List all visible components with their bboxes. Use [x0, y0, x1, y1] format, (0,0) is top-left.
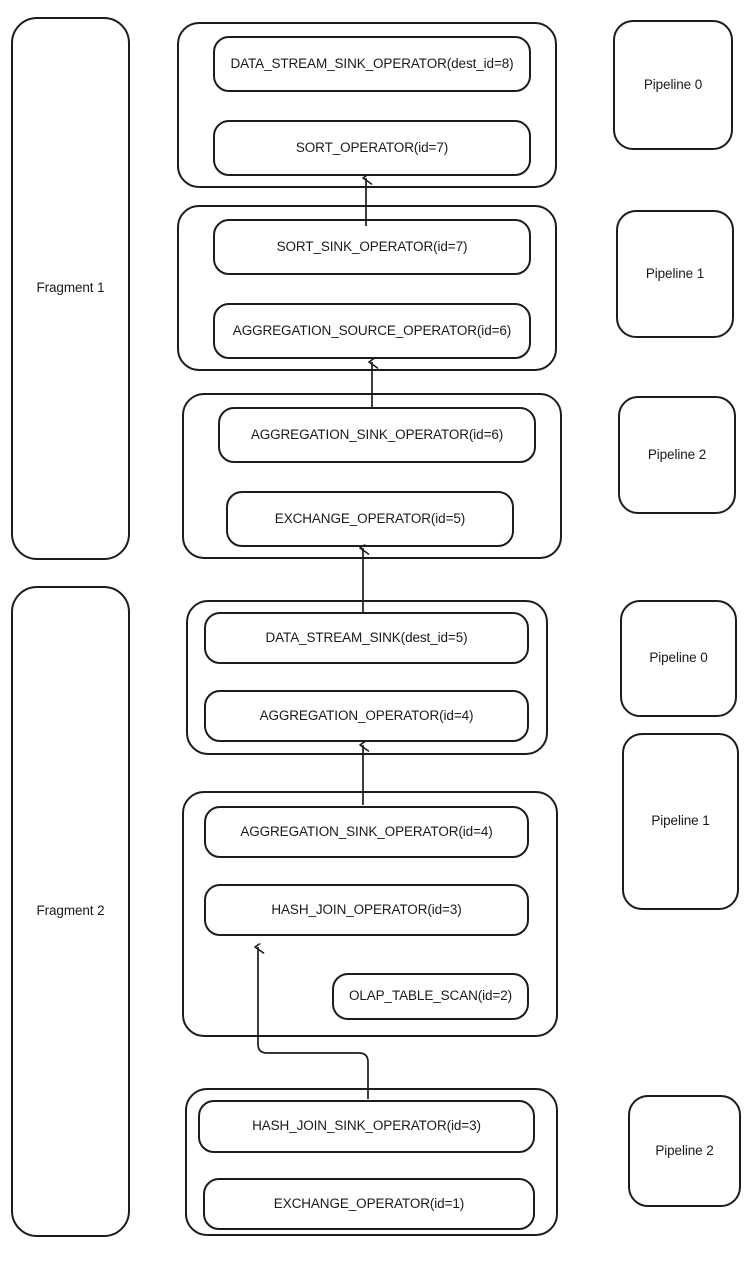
- operator-label: EXCHANGE_OPERATOR(id=1): [273, 1195, 465, 1211]
- pipeline-label-box-f1-p2[interactable]: Pipeline 2: [618, 396, 736, 514]
- operator-data-stream-sink-5[interactable]: DATA_STREAM_SINK(dest_id=5): [204, 612, 529, 664]
- operator-label: AGGREGATION_SINK_OPERATOR(id=4): [240, 823, 493, 839]
- fragment-label: Fragment 2: [36, 903, 105, 919]
- operator-hash-join-sink-operator-3[interactable]: HASH_JOIN_SINK_OPERATOR(id=3): [198, 1100, 535, 1153]
- operator-label: EXCHANGE_OPERATOR(id=5): [274, 510, 466, 526]
- pipeline-label: Pipeline 1: [651, 813, 710, 829]
- pipeline-label: Pipeline 2: [655, 1142, 714, 1158]
- operator-label: AGGREGATION_OPERATOR(id=4): [259, 707, 474, 723]
- pipeline-label: Pipeline 0: [649, 650, 708, 666]
- fragment-box-1[interactable]: Fragment 1: [11, 17, 130, 560]
- pipeline-label: Pipeline 1: [645, 265, 705, 281]
- operator-label: SORT_SINK_OPERATOR(id=7): [276, 238, 468, 254]
- operator-exchange-operator-1[interactable]: EXCHANGE_OPERATOR(id=1): [203, 1178, 535, 1230]
- operator-olap-table-scan-2[interactable]: OLAP_TABLE_SCAN(id=2): [332, 973, 529, 1020]
- operator-label: DATA_STREAM_SINK(dest_id=5): [265, 629, 468, 645]
- operator-label: DATA_STREAM_SINK_OPERATOR(dest_id=8): [230, 55, 514, 71]
- pipeline-label-box-f1-p0[interactable]: Pipeline 0: [613, 20, 733, 150]
- pipeline-label-box-f2-p1[interactable]: Pipeline 1: [622, 733, 739, 910]
- operator-label: OLAP_TABLE_SCAN(id=2): [348, 988, 513, 1004]
- operator-aggregation-sink-operator-6[interactable]: AGGREGATION_SINK_OPERATOR(id=6): [218, 407, 536, 463]
- operator-label: SORT_OPERATOR(id=7): [295, 139, 449, 155]
- operator-aggregation-operator-4[interactable]: AGGREGATION_OPERATOR(id=4): [204, 690, 529, 742]
- operator-hash-join-operator-3[interactable]: HASH_JOIN_OPERATOR(id=3): [204, 884, 529, 936]
- pipeline-label: Pipeline 2: [647, 446, 707, 462]
- operator-aggregation-sink-operator-4[interactable]: AGGREGATION_SINK_OPERATOR(id=4): [204, 806, 529, 858]
- fragment-label: Fragment 1: [36, 280, 105, 296]
- pipeline-label-box-f2-p0[interactable]: Pipeline 0: [620, 600, 737, 717]
- operator-data-stream-sink-operator-8[interactable]: DATA_STREAM_SINK_OPERATOR(dest_id=8): [213, 36, 531, 92]
- pipeline-label: Pipeline 0: [643, 76, 703, 92]
- operator-sort-operator-7[interactable]: SORT_OPERATOR(id=7): [213, 120, 531, 176]
- operator-label: HASH_JOIN_OPERATOR(id=3): [271, 901, 462, 917]
- operator-aggregation-source-operator-6[interactable]: AGGREGATION_SOURCE_OPERATOR(id=6): [213, 303, 531, 359]
- fragment-box-2[interactable]: Fragment 2: [11, 586, 130, 1237]
- operator-label: AGGREGATION_SINK_OPERATOR(id=6): [250, 426, 504, 442]
- pipeline-label-box-f1-p1[interactable]: Pipeline 1: [616, 210, 734, 338]
- operator-label: AGGREGATION_SOURCE_OPERATOR(id=6): [232, 322, 512, 338]
- operator-sort-sink-operator-7[interactable]: SORT_SINK_OPERATOR(id=7): [213, 219, 531, 275]
- operator-label: HASH_JOIN_SINK_OPERATOR(id=3): [252, 1118, 481, 1134]
- pipeline-label-box-f2-p2[interactable]: Pipeline 2: [628, 1095, 741, 1207]
- operator-exchange-operator-5[interactable]: EXCHANGE_OPERATOR(id=5): [226, 491, 514, 547]
